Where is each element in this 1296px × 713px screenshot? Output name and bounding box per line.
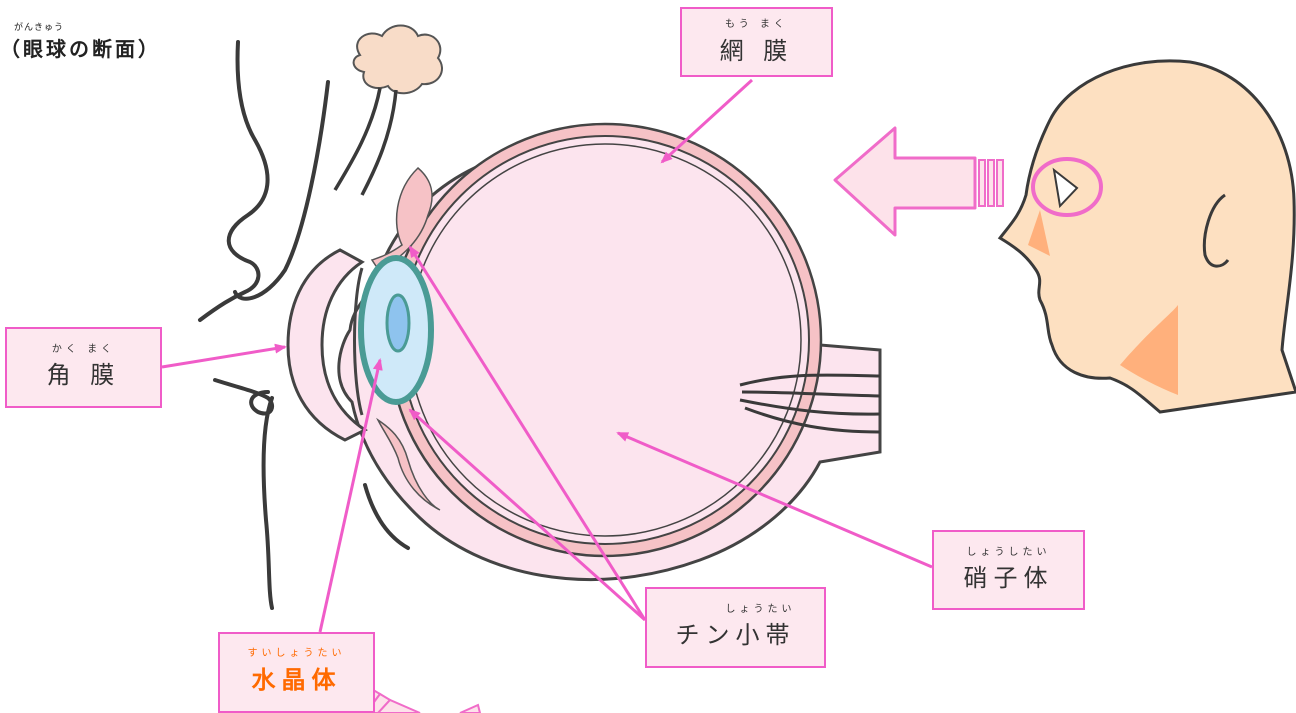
label-retina-text: 網 膜 [719,37,794,65]
label-lens-ruby: すいしょうたい [247,648,346,659]
optic-tract [333,87,398,196]
pointer-lines [161,78,933,633]
label-lens: すいしょうたい 水晶体 [218,632,375,713]
label-zonule-text: チン小帯 [675,621,796,649]
zoom-arrow-stripes [978,159,1004,207]
face-outline [198,40,410,610]
label-cornea: かく まく 角 膜 [5,327,162,408]
label-zonule-ruby: しょうたい [725,604,796,615]
head-figure [997,59,1296,414]
label-vitreous-text: 硝子体 [963,564,1054,592]
eyeball [286,122,882,582]
label-vitreous-ruby: しょうしたい [966,547,1051,558]
label-cornea-text: 角 膜 [46,361,121,389]
title-ruby: がんきゅう [14,23,65,33]
label-zonule: しょうたい チン小帯 [645,587,826,668]
label-retina: もう まく 網 膜 [680,7,833,77]
diagram-title: （眼球の断面） [0,37,161,61]
zoom-arrow [833,126,977,237]
label-cornea-ruby: かく まく [51,344,116,355]
label-lens-text: 水晶体 [251,666,342,694]
label-retina-ruby: もう まく [725,19,788,30]
label-vitreous: しょうしたい 硝子体 [932,530,1085,610]
brain-shape [352,24,443,95]
